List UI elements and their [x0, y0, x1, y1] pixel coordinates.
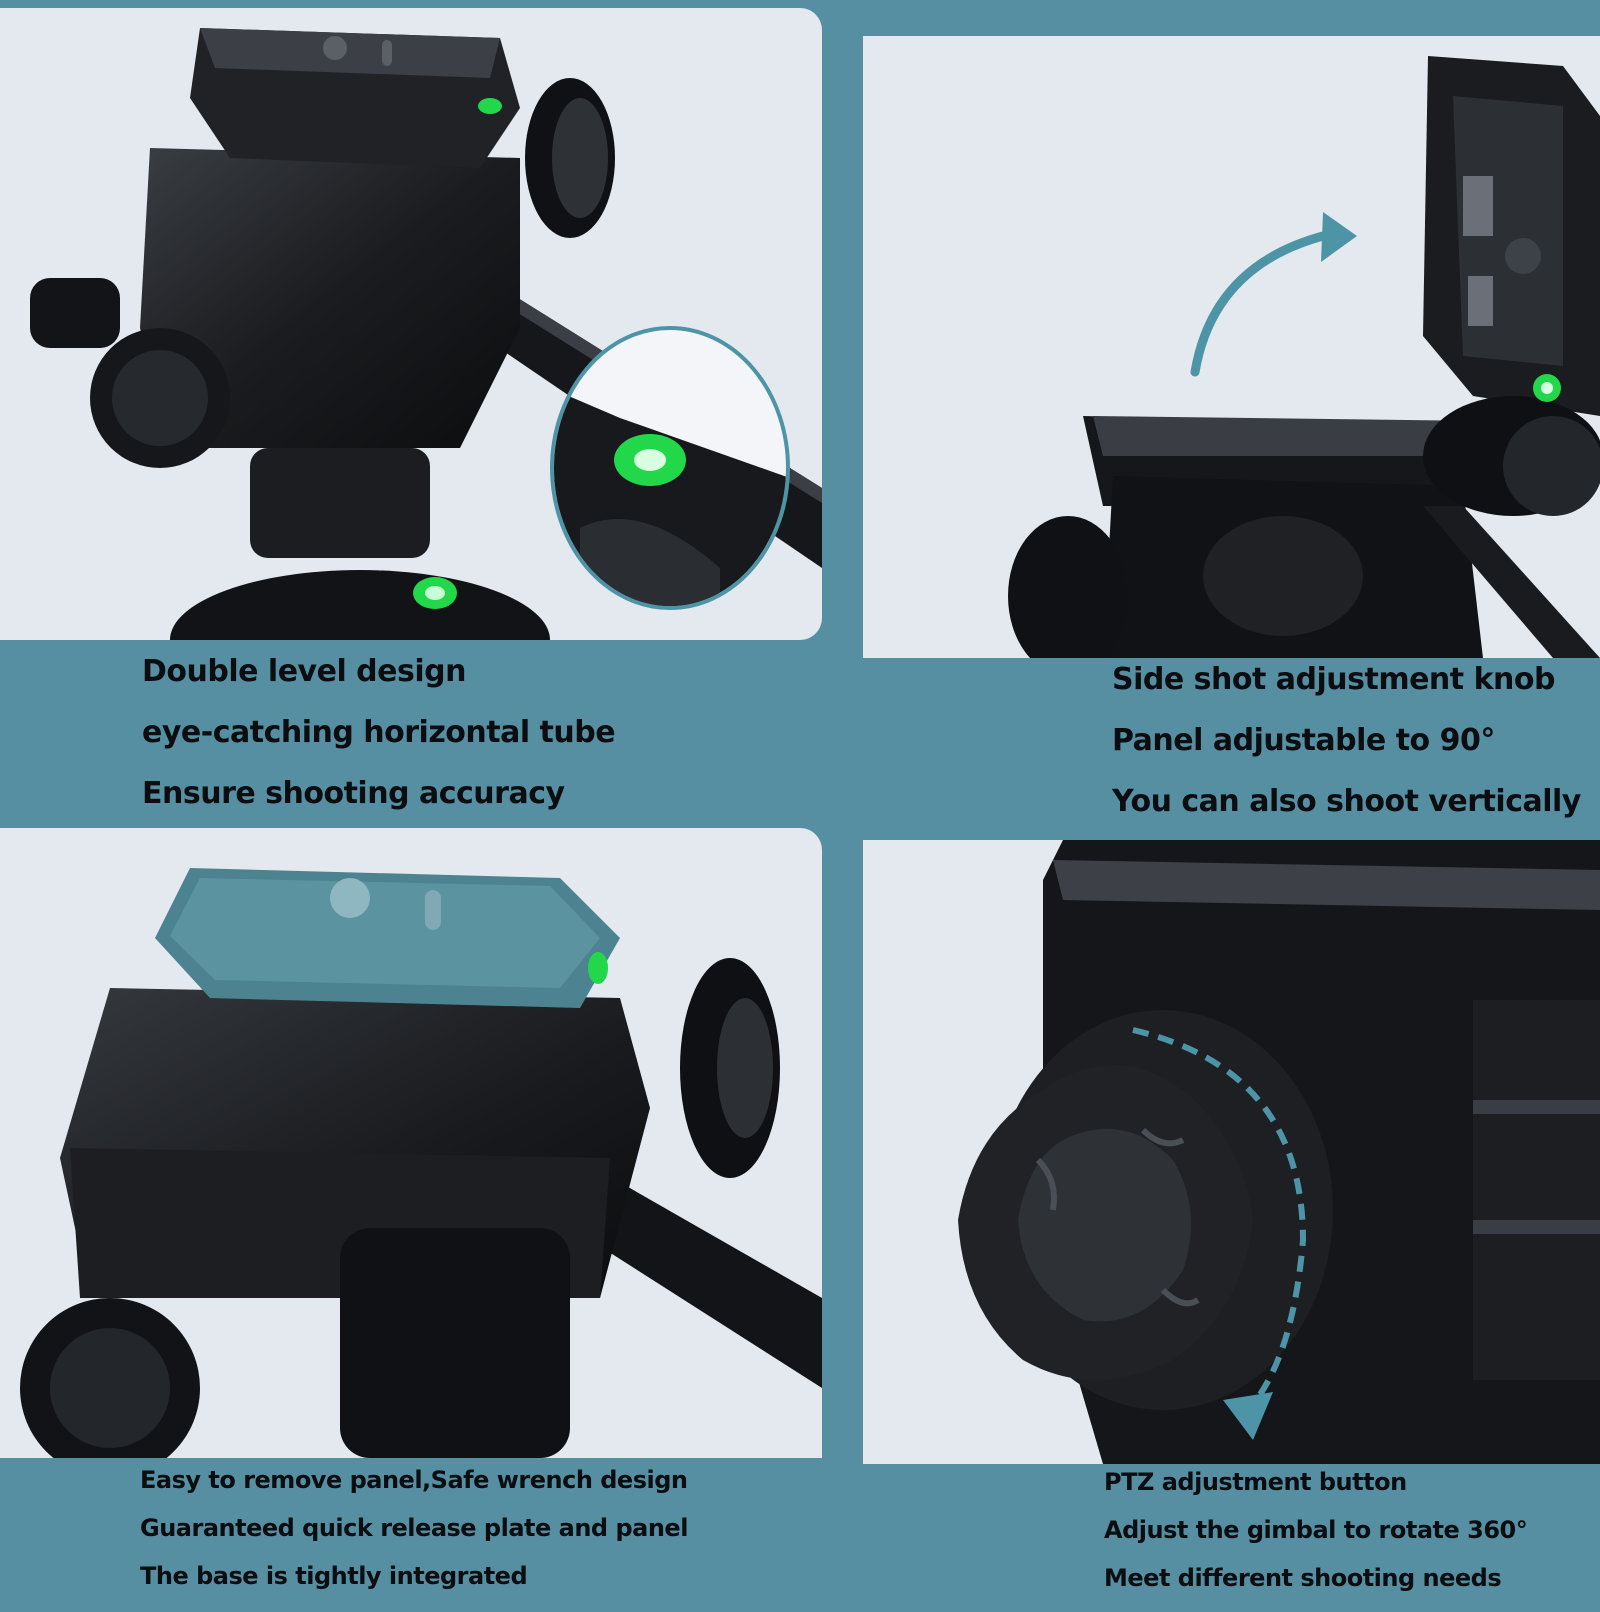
feature-caption-side-shot: Side shot adjustment knob Panel adjustab…: [1112, 662, 1581, 845]
caption-line: PTZ adjustment button: [1104, 1468, 1407, 1496]
photo-panel-side-shot: [863, 36, 1600, 658]
caption-line: Panel adjustable to 90°: [1112, 723, 1495, 758]
caption-line: Meet different shooting needs: [1104, 1564, 1502, 1592]
caption-line: Adjust the gimbal to rotate 360°: [1104, 1516, 1528, 1544]
feature-caption-ptz: PTZ adjustment button Adjust the gimbal …: [1104, 1468, 1528, 1612]
ptz-knob-illustration: [958, 840, 1600, 1464]
caption-line: Double level design: [142, 654, 466, 689]
rotation-arrow-icon: [1132, 1027, 1307, 1413]
tripod-head-illustration: [30, 28, 822, 640]
feature-caption-double-level: Double level design eye-catching horizon…: [142, 654, 616, 837]
caption-line: The base is tightly integrated: [140, 1562, 528, 1590]
photo-panel-quick-release: [0, 828, 822, 1458]
caption-line: Ensure shooting accuracy: [142, 776, 565, 811]
caption-line: You can also shoot vertically: [1112, 784, 1581, 819]
caption-line: Easy to remove panel,Safe wrench design: [140, 1466, 688, 1494]
tilted-plate-illustration: [1008, 56, 1600, 658]
caption-line: eye-catching horizontal tube: [142, 715, 616, 750]
feature-caption-quick-release: Easy to remove panel,Safe wrench design …: [140, 1466, 688, 1610]
caption-line: Guaranteed quick release plate and panel: [140, 1514, 688, 1542]
photo-panel-double-level: [0, 8, 822, 640]
rotate-arrow-icon: [1190, 231, 1328, 377]
photo-panel-ptz-knob: [863, 840, 1600, 1464]
quick-release-plate-illustration: [20, 868, 822, 1458]
caption-line: Side shot adjustment knob: [1112, 662, 1555, 697]
